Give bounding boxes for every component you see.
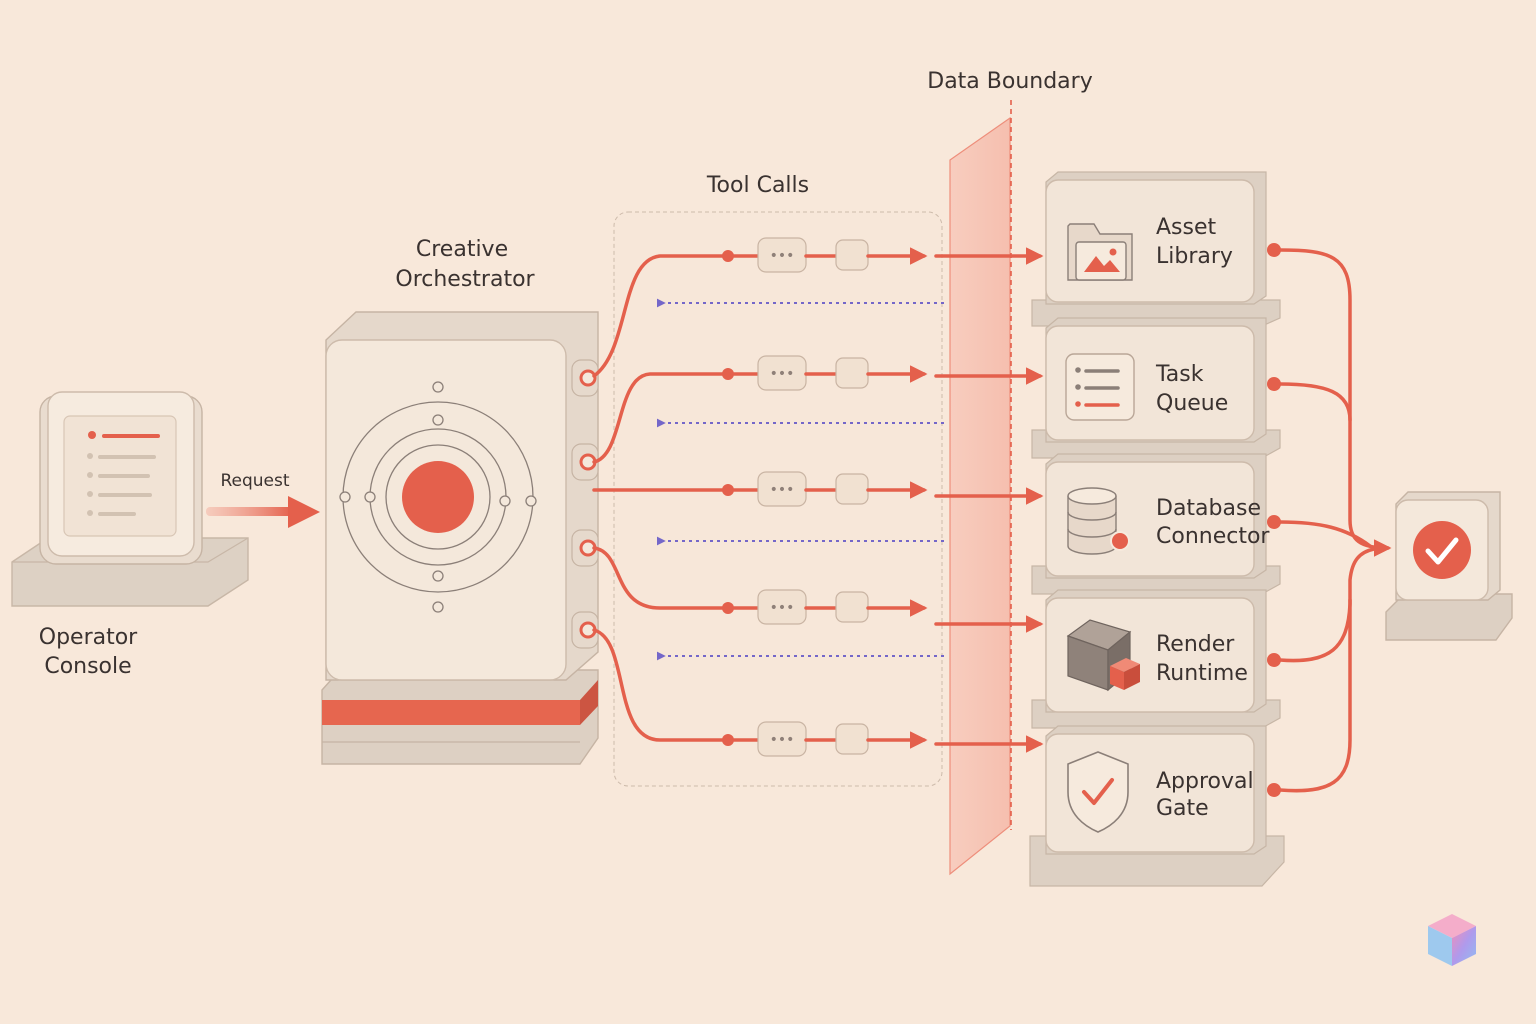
tool-call-row-4: ••• [656,589,944,661]
check-circle-icon [1413,521,1471,579]
list-icon [1065,353,1135,421]
svg-text:•••: ••• [770,248,795,264]
service-task-queue: Task Queue [1031,317,1281,459]
folder-image-icon [1067,223,1133,281]
service-render-runtime-line1: Render [1156,632,1235,657]
service-output-ports [1267,243,1281,797]
data-boundary-label: Data Boundary [927,69,1092,94]
operator-console-label-line2: Console [44,654,131,679]
database-icon [1067,487,1130,555]
service-asset-library-line1: Asset [1156,215,1217,240]
service-asset-library-line2: Library [1156,244,1233,269]
service-approval-gate-line2: Gate [1156,796,1209,821]
svg-text:•••: ••• [770,482,795,498]
tool-call-row-1: ••• [656,237,944,308]
svg-text:•••: ••• [770,732,795,748]
operator-console-label-line1: Operator [39,625,138,650]
tool-call-connectors [592,254,730,742]
orchestrator-label-line2: Orchestrator [395,267,535,292]
shield-check-icon [1067,751,1129,833]
result-check-block [1385,491,1513,641]
service-render-runtime: Render Runtime [1031,589,1281,729]
orchestrator-server [321,311,599,765]
result-connectors [1278,248,1392,793]
orchestrator-label-line1: Creative [416,237,508,262]
boundary-crossing-arrows [934,247,1044,753]
service-task-queue-line2: Queue [1156,391,1228,416]
request-arrow [206,496,320,528]
cube-icon [1066,619,1140,692]
service-asset-library: Asset Library [1031,171,1281,327]
tool-calls-label: Tool Calls [706,173,809,198]
service-render-runtime-line2: Runtime [1156,661,1248,686]
list-icon [87,431,160,516]
service-database-connector-line2: Connector [1156,524,1270,549]
service-database-connector-line1: Database [1156,496,1261,521]
cube-logo-icon [1428,914,1476,966]
svg-text:•••: ••• [770,366,795,382]
data-boundary-wall [949,100,1012,876]
tool-call-row-3: ••• [656,471,944,546]
request-label: Request [220,471,289,491]
svg-text:•••: ••• [770,600,795,616]
service-approval-gate-line1: Approval [1156,769,1254,794]
service-database-connector: Database Connector [1031,453,1281,595]
service-approval-gate: Approval Gate [1029,725,1285,887]
operator-console [11,391,249,607]
tool-call-row-5: ••• [722,721,928,757]
tool-call-row-2: ••• [656,355,944,428]
service-task-queue-line1: Task [1155,362,1204,387]
